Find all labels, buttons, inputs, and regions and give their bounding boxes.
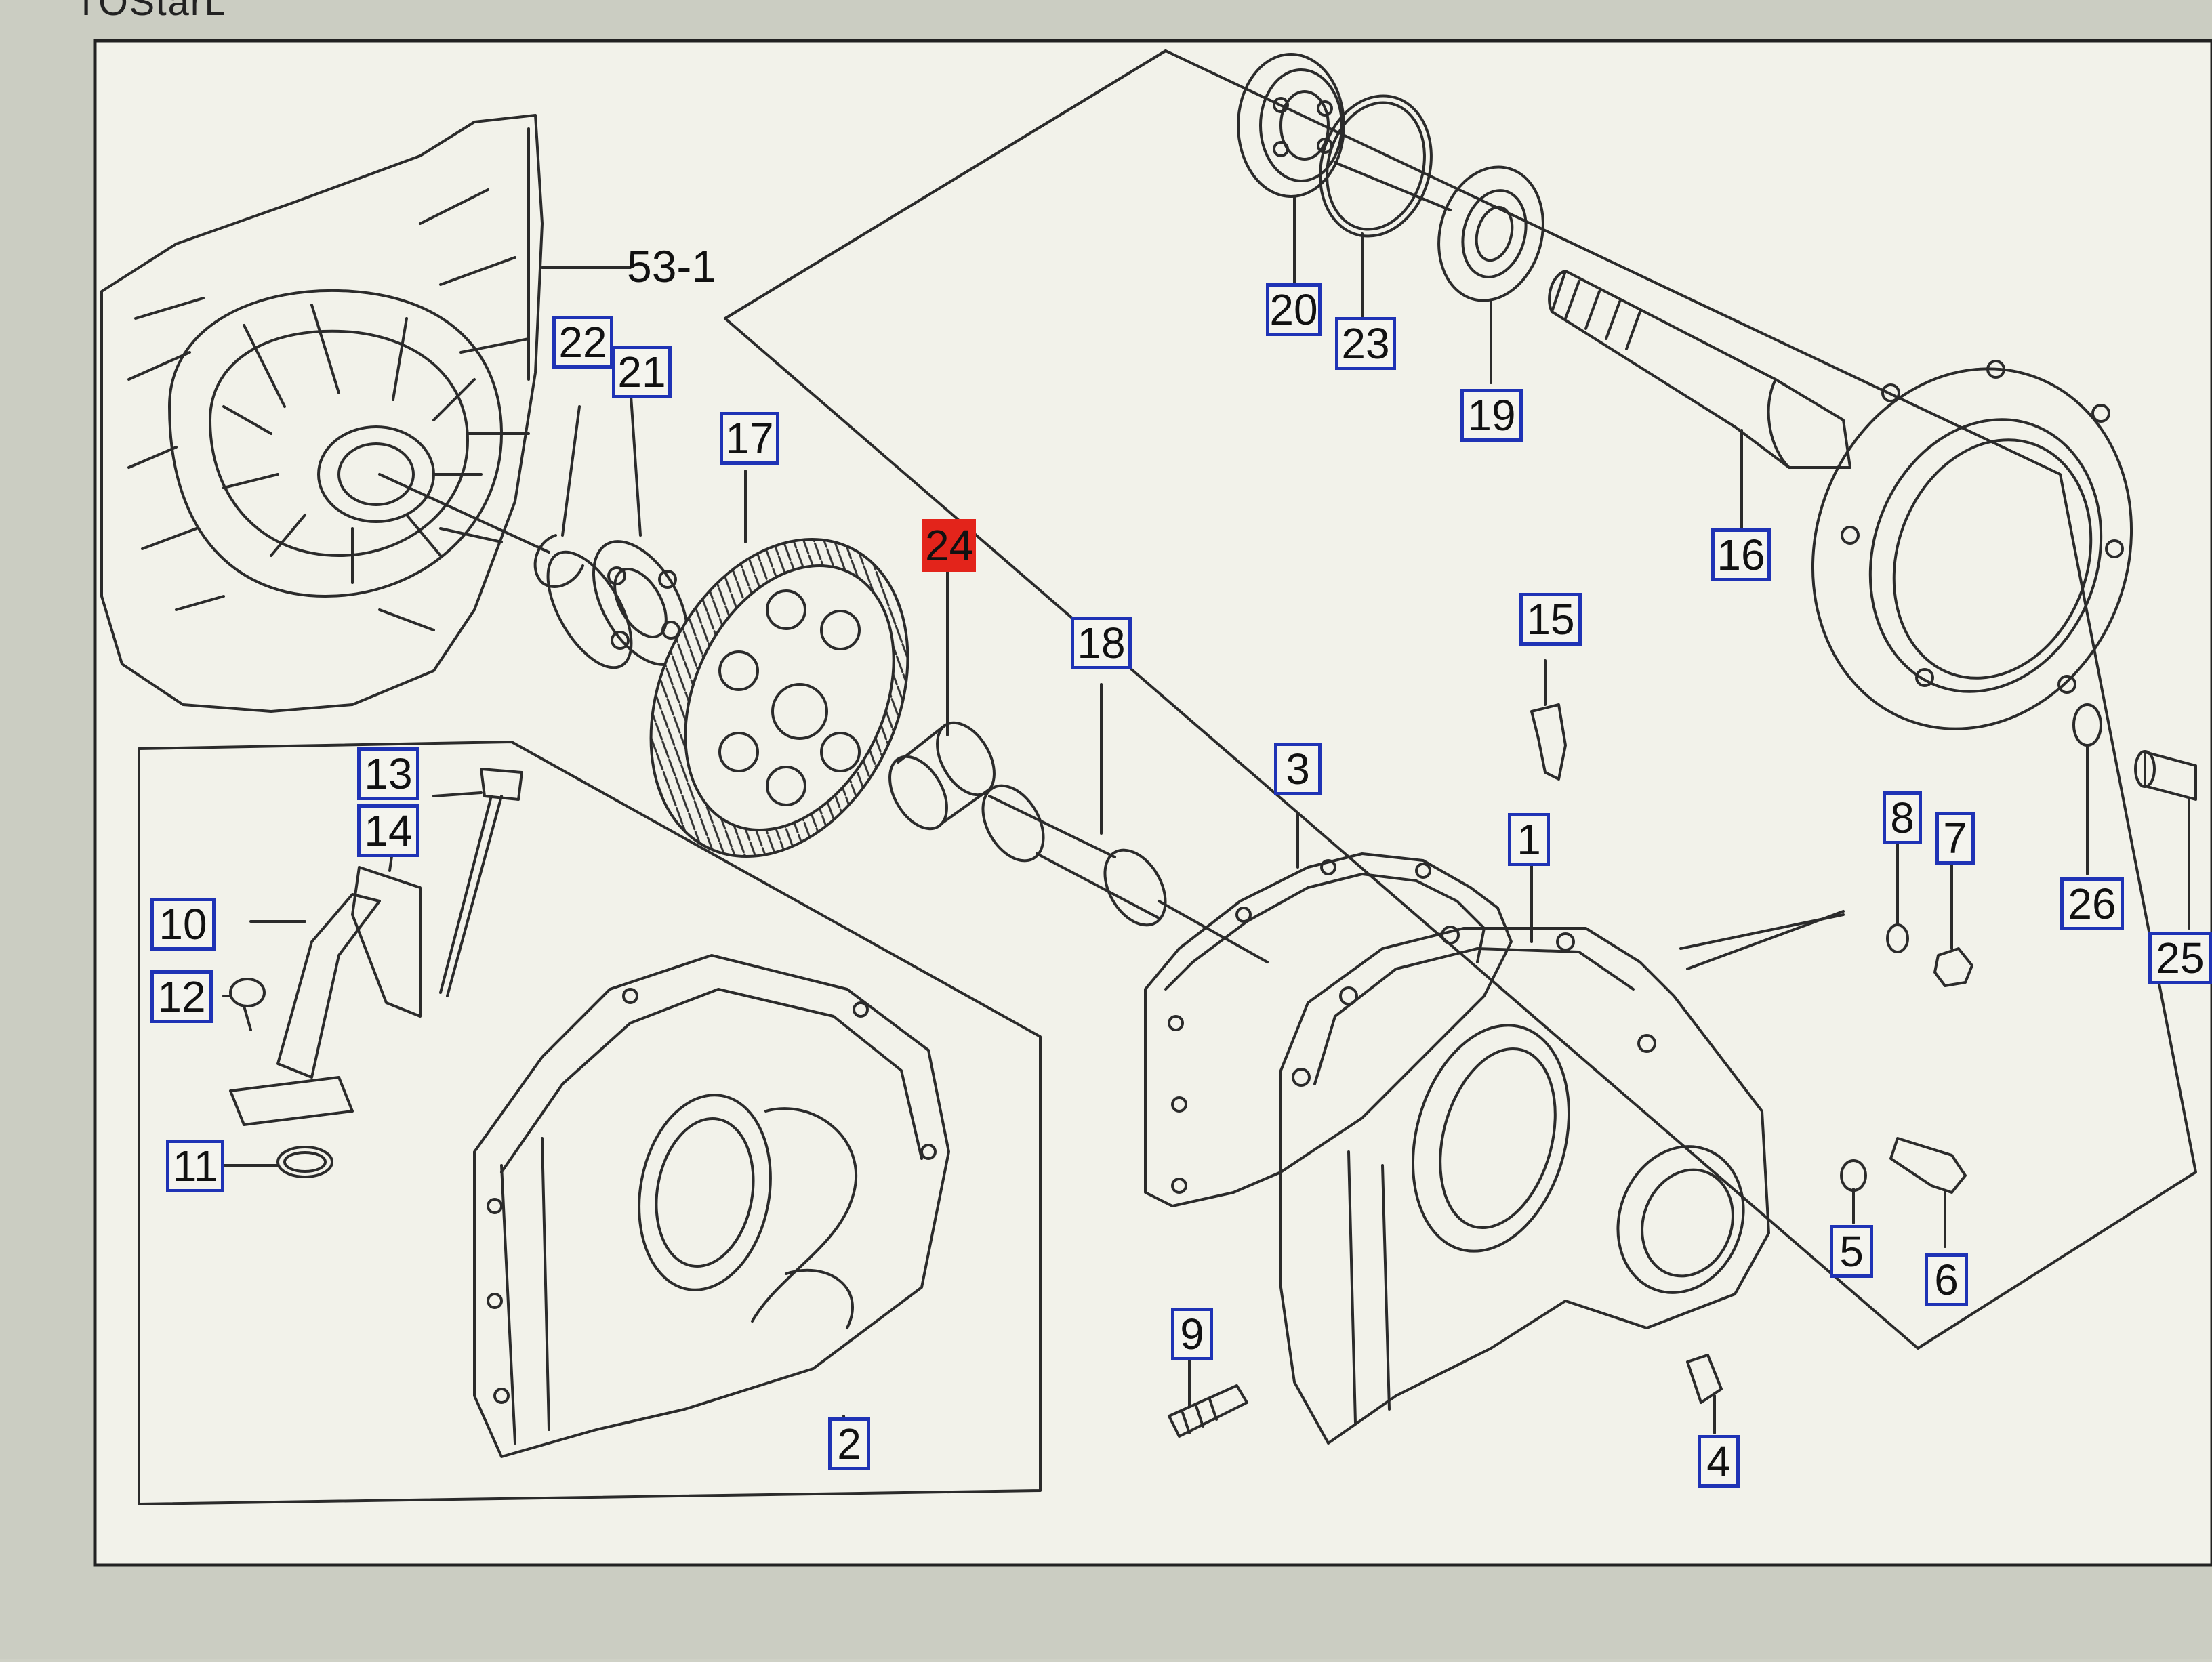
callout-17[interactable]: 17 [720,412,779,465]
part-5-nut [1840,1159,1867,1224]
part-13-dipstick [432,768,523,997]
callout-7[interactable]: 7 [1936,812,1975,865]
callout-22[interactable]: 22 [552,316,613,369]
callout-10[interactable]: 10 [150,898,216,951]
part-26-washer [2072,703,2102,875]
callout-19[interactable]: 19 [1460,389,1523,442]
callout-26[interactable]: 26 [2060,877,2124,930]
callout-14[interactable]: 14 [357,804,419,857]
callout-5[interactable]: 5 [1830,1225,1873,1278]
callout-3[interactable]: 3 [1274,743,1322,795]
callout-8[interactable]: 8 [1883,791,1922,844]
case-inset-outline [138,741,1042,1505]
callout-4[interactable]: 4 [1698,1435,1740,1488]
callout-9[interactable]: 9 [1171,1308,1213,1360]
part-17-gear [649,470,909,858]
part-3-gasket [1144,812,1513,1207]
part-1-transmission-case [1279,846,1845,1445]
callout-16[interactable]: 16 [1711,528,1771,581]
callout-15[interactable]: 15 [1519,593,1582,646]
part-4-bolt [1686,1354,1723,1434]
part-8-washer [1886,839,1909,953]
part-11-o-ring [222,1146,333,1178]
part-10-filler-pipe [229,893,381,1126]
callout-21[interactable]: 21 [612,346,672,398]
reference-label-53-1: 53-1 [627,241,717,291]
callout-25[interactable]: 25 [2148,932,2212,984]
callout-11[interactable]: 11 [166,1140,224,1192]
callout-1[interactable]: 1 [1508,813,1550,866]
part-15-clip [1530,659,1567,781]
part-19-oil-seal [1334,161,1544,384]
part-9-stud [1168,1354,1248,1438]
rear-housing-drawing [100,114,632,713]
page-header-fragment: TOStarL [75,0,227,23]
callout-18[interactable]: 18 [1071,617,1132,669]
part-25-bolt [2134,750,2197,930]
part-6-bolt [1889,1137,1967,1248]
callout-20[interactable]: 20 [1266,283,1322,336]
part-22-snap-ring [533,405,584,588]
drawing-frame [93,39,2212,1567]
callout-23[interactable]: 23 [1335,317,1396,370]
callout-6[interactable]: 6 [1925,1253,1968,1306]
part-23-snap-ring [1319,94,1433,327]
drawing-sheet [93,39,2212,1567]
callout-13[interactable]: 13 [357,747,419,800]
callout-24-highlighted[interactable]: 24 [922,519,976,572]
part-18-sleeve [981,683,1269,963]
part-7-nut [1933,859,1973,987]
part-16-axle-shaft [1548,270,2133,730]
part-24-bushing [888,564,996,831]
callout-12[interactable]: 12 [150,970,213,1023]
part-12-plug [222,978,266,1031]
callout-2[interactable]: 2 [828,1417,870,1470]
